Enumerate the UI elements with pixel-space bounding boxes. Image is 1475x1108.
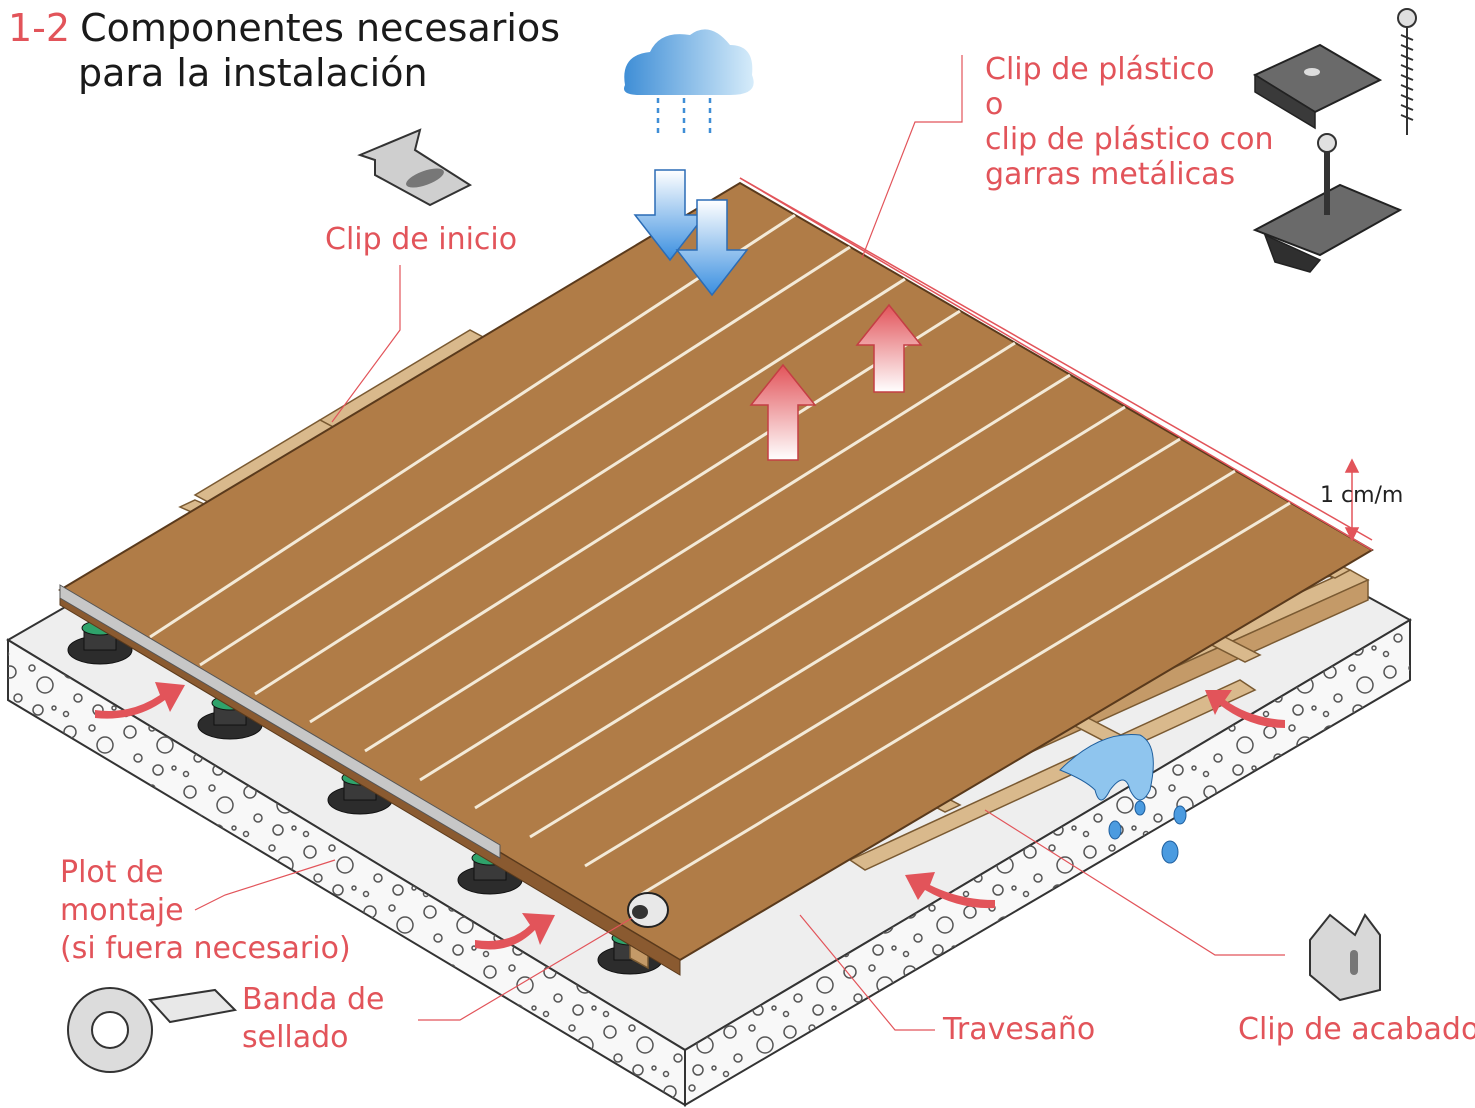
rain-cloud-icon	[624, 29, 754, 135]
metal-claw-clip-icon	[1252, 133, 1403, 273]
plastic-clip-icon	[1252, 43, 1383, 130]
slope-indicator	[739, 177, 1373, 551]
label-sealing-band-line-2: sellado	[242, 1020, 349, 1055]
label-sealing-band-line-1: Banda de	[242, 982, 385, 1017]
slope-label: 1 cm/m	[1320, 483, 1404, 508]
ventilation-up-arrow	[749, 303, 923, 461]
sealing-band-roll	[627, 892, 669, 928]
label-plastic-clip-line-3: clip de plástico con	[985, 122, 1274, 157]
label-pedestal-line-2: montaje	[60, 893, 184, 928]
label-starter-clip: Clip de inicio	[325, 222, 518, 257]
label-plastic-clip-line-4: garras metálicas	[985, 157, 1236, 192]
label-plastic-clip-line-1: Clip de plástico	[985, 52, 1215, 87]
label-finishing-clip: Clip de acabado	[1238, 1012, 1475, 1047]
title-line-2: para la instalación	[78, 51, 428, 95]
label-pedestal-line-3: (si fuera necesario)	[60, 931, 351, 966]
title-line-1: Componentes necesarios	[80, 6, 560, 50]
screw-icon	[1397, 8, 1417, 135]
label-plastic-clip-line-2: o	[985, 87, 1004, 122]
title-number: 1-2	[8, 6, 71, 50]
water-down-arrow	[633, 169, 749, 297]
finishing-clip-icon	[1309, 913, 1381, 1002]
water-splash	[1059, 733, 1187, 864]
ventilation-arrow	[95, 682, 1285, 950]
starter-clip-icon	[357, 128, 473, 207]
label-joist: Travesaño	[943, 1012, 1096, 1047]
deck-boards	[58, 181, 1374, 976]
leader-lines	[194, 55, 1285, 1031]
label-pedestal-line-1: Plot de	[60, 855, 164, 890]
sealing-tape-icon	[67, 987, 238, 1073]
